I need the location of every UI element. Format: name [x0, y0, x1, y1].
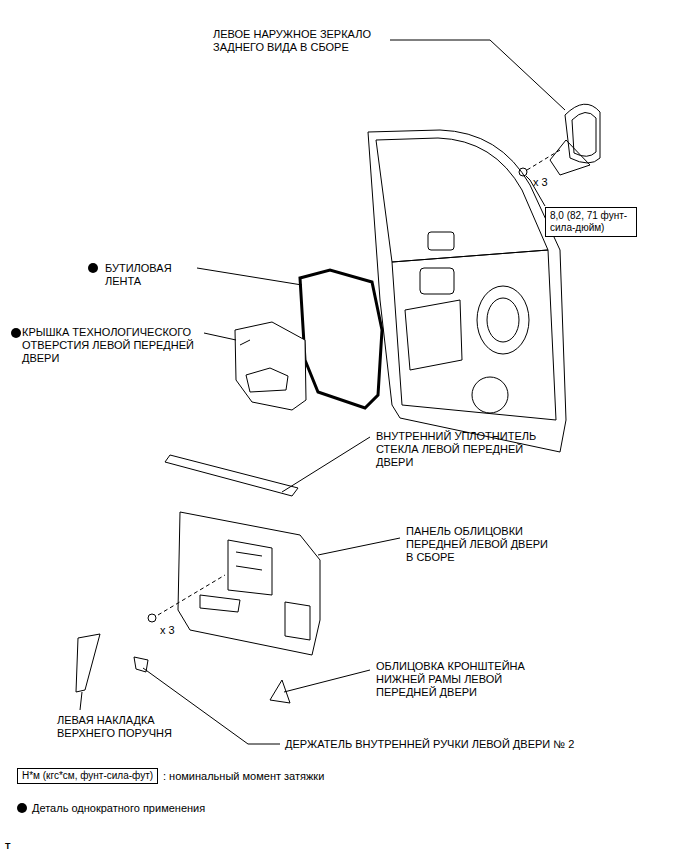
part-name: ЛЕВАЯ НАКЛАДКА ВЕРХНЕГО ПОРУЧНЯ	[57, 714, 187, 740]
legend-text: Деталь однократного применения	[32, 802, 205, 815]
legend-text: : номинальный момент затяжки	[163, 770, 324, 783]
unit-box: Н*м (кгс*см, фунт-сила-фут)	[17, 768, 158, 784]
part-name: ОБЛИЦОВКА КРОНШТЕЙНА НИЖНЕЙ РАМЫ ЛЕВОЙ П…	[376, 660, 536, 699]
quantity-label: x 3	[533, 176, 548, 189]
single-use-dot	[17, 803, 27, 813]
box-text: 8,0 (82, 71 фунт-сила-дюйм)	[550, 210, 632, 234]
part-name: T	[5, 840, 11, 853]
torque-box: 8,0 (82, 71 фунт-сила-дюйм)	[545, 207, 637, 237]
part-name: БУТИЛОВАЯ ЛЕНТА	[105, 262, 185, 288]
box-text: Н*м (кгс*см, фунт-сила-фут)	[22, 770, 153, 782]
part-name: ВНУТРЕННИЙ УПЛОТНИТЕЛЬ СТЕКЛА ЛЕВОЙ ПЕРЕ…	[376, 430, 561, 469]
part-name: ЛЕВОЕ НАРУЖНОЕ ЗЕРКАЛО ЗАДНЕГО ВИДА В СБ…	[213, 28, 393, 54]
part-name: ПАНЕЛЬ ОБЛИЦОВКИ ПЕРЕДНЕЙ ЛЕВОЙ ДВЕРИ В …	[406, 525, 558, 564]
part-name: ДЕРЖАТЕЛЬ ВНУТРЕННЕЙ РУЧКИ ЛЕВОЙ ДВЕРИ №…	[285, 738, 574, 751]
quantity-label: x 3	[160, 624, 175, 637]
part-name: КРЫШКА ТЕХНОЛОГИЧЕСКОГО ОТВЕРСТИЯ ЛЕВОЙ …	[22, 326, 212, 365]
